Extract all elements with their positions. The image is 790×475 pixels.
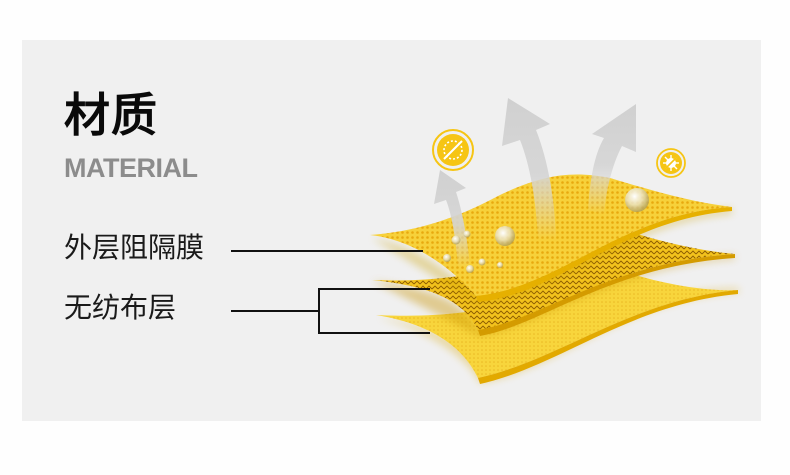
bacteria-blocked-icon xyxy=(432,129,474,171)
layer-label-outer-film: 外层阻隔膜 xyxy=(64,231,205,264)
callout-bracket-nonwoven xyxy=(318,288,430,334)
layer-label-nonwoven: 无纺布层 xyxy=(64,291,177,324)
water-droplet-icon xyxy=(443,188,649,273)
breathable-arrow-icon xyxy=(434,98,636,268)
page-title: 材质 xyxy=(64,88,158,142)
bottom-layer xyxy=(376,262,740,384)
virus-blocked-icon xyxy=(656,148,686,178)
page-subtitle: MATERIAL xyxy=(64,153,198,183)
